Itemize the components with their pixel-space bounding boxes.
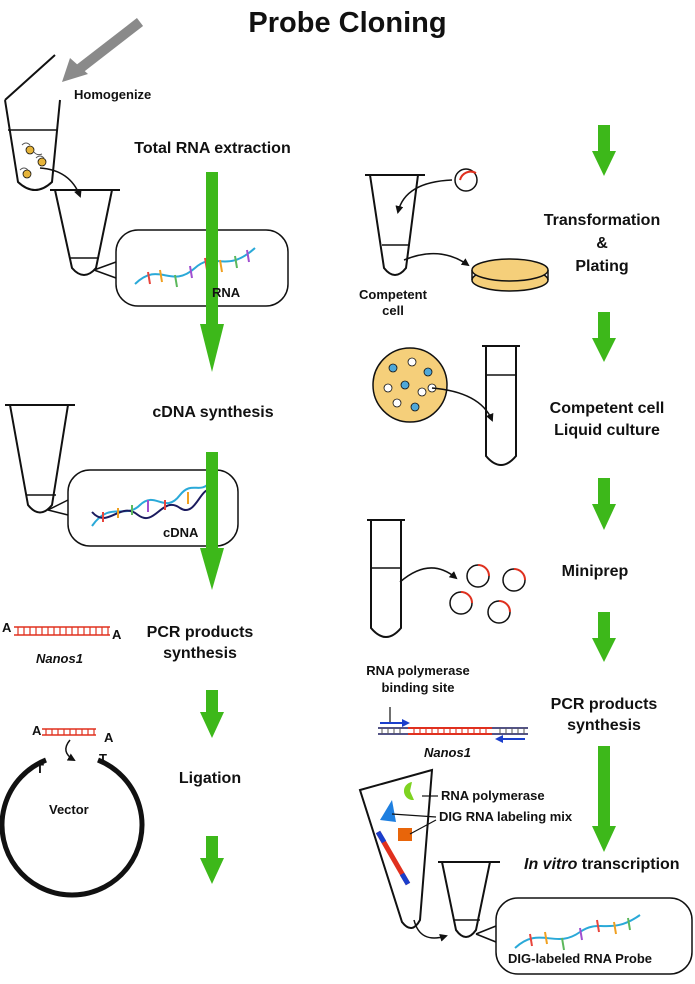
polymerase-icon [403,782,414,801]
pcr-end-a-left: A [2,620,12,635]
gray-arrow-icon [62,18,144,82]
gene-label-right: Nanos1 [424,745,471,760]
step-cdna-synthesis: cDNA synthesis [152,404,274,421]
step-culture-line1: Competent cell [549,400,665,417]
competent-cell-label-line1: Competent [359,287,427,302]
cdna-tube-icon [5,404,75,514]
gene-label-left: Nanos1 [36,651,83,666]
probe-arrow [413,919,448,942]
culture-tube-icon [482,345,520,466]
step-total-rna-extraction: Total RNA extraction [134,140,291,157]
transfer-arrow [39,167,82,198]
pcr-product-left [14,626,110,636]
step-in-vitro-transcription: In vitro transcription [524,856,680,874]
plasmid-icon [454,168,478,192]
ivt-tube-icon [358,768,434,929]
step-pcr-left-line1: PCR products [146,624,254,641]
cdna-label: cDNA [163,525,199,540]
probe-label: DIG-labeled RNA Probe [508,951,652,966]
dig-mix-blue-icon [380,800,396,822]
page-title: Probe Cloning [248,7,447,39]
pcr-product-right [378,707,528,743]
homogenize-label: Homogenize [74,87,152,102]
green-flow-arrow-icon [592,125,616,852]
insert-a-right: A [104,730,114,745]
inoculate-arrow [431,387,494,422]
probe-tube-icon [438,861,500,938]
rnap-site-label-line1: RNA polymerase [366,663,470,678]
dig-mix-orange-icon [398,828,412,841]
vector-t-left: T [36,761,44,776]
plasmid-arrow [395,179,453,214]
miniprep-arrow [399,567,458,583]
step-ligation: Ligation [178,770,242,787]
step-ivt-rest: transcription [577,856,680,873]
miniprep-tube-icon [367,519,405,638]
plasmid-icon [449,564,526,624]
step-culture-line2: Liquid culture [554,422,660,439]
rna-label: RNA [212,285,241,300]
extraction-tube-icon [50,189,120,276]
step-pcr-right-line2: synthesis [567,717,641,734]
step-pcr-right-line1: PCR products [550,696,658,713]
step-transformation-line3: Plating [575,258,629,275]
step-transformation-line1: Transformation [543,212,661,229]
step-miniprep: Miniprep [561,563,629,580]
rnap-site-label-line2: binding site [381,680,455,695]
vector-plasmid-icon [0,757,145,898]
insert-a-left: A [32,723,42,738]
green-flow-arrow-icon [200,172,224,884]
homogenize-tube-icon [4,54,61,191]
rna-callout [93,229,289,307]
colony-plate-icon [372,347,448,423]
petri-dish-icon [471,258,549,292]
competent-cell-label-line2: cell [382,303,404,318]
step-ivt-italic: In vitro [524,856,578,873]
plating-arrow [403,252,470,267]
competent-cell-tube-icon [365,174,425,276]
vector-t-right: T [99,751,107,766]
dig-mix-label: DIG RNA labeling mix [439,809,573,824]
pcr-end-a-right: A [112,627,122,642]
step-transformation-line2: & [596,235,608,252]
vector-label: Vector [49,802,89,817]
probe-callout [475,897,693,975]
cdna-callout [47,469,239,547]
step-pcr-left-line2: synthesis [163,645,237,662]
rna-polymerase-label: RNA polymerase [441,788,545,803]
ligation-insert [42,728,96,761]
